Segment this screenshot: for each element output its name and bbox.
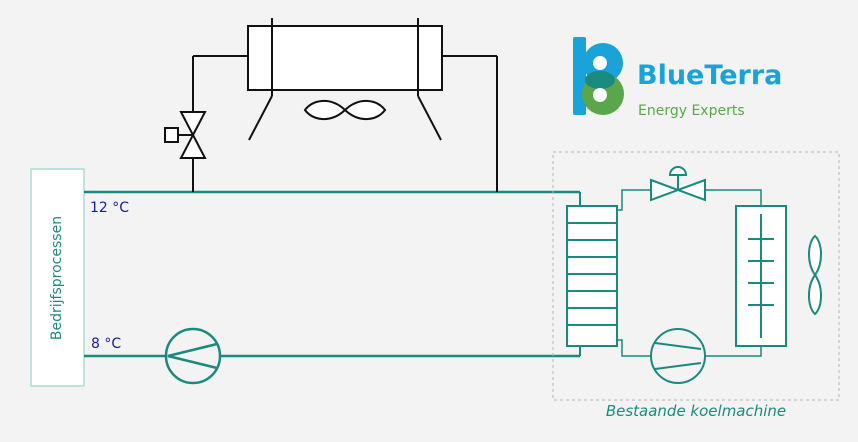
three-way-valve: [164, 111, 207, 159]
condenser: [735, 205, 787, 347]
evaporator: [566, 192, 618, 356]
logo-name: BlueTerra: [637, 60, 783, 91]
pump: [164, 327, 222, 385]
process-label-text: Bedrijfsprocessen: [49, 215, 66, 340]
condenser-fan: [808, 234, 822, 316]
return-temperature: 8 °C: [91, 336, 122, 352]
chiller-caption: Bestaande koelmachine: [605, 402, 787, 420]
chiller-boundary: [552, 151, 840, 401]
supply-temperature: 12 °C: [90, 200, 130, 216]
blueterra-logo-mark: [573, 37, 624, 115]
dry-cooler-fan: [303, 100, 387, 120]
process-label: Bedrijfsprocessen: [31, 169, 84, 386]
logo-tagline: Energy Experts: [638, 103, 745, 119]
process-block: [30, 168, 85, 387]
compressor: [650, 328, 706, 384]
refrigerant-circuit: [617, 189, 762, 357]
expansion-valve: [650, 166, 706, 202]
dry-cooler: [192, 18, 498, 192]
